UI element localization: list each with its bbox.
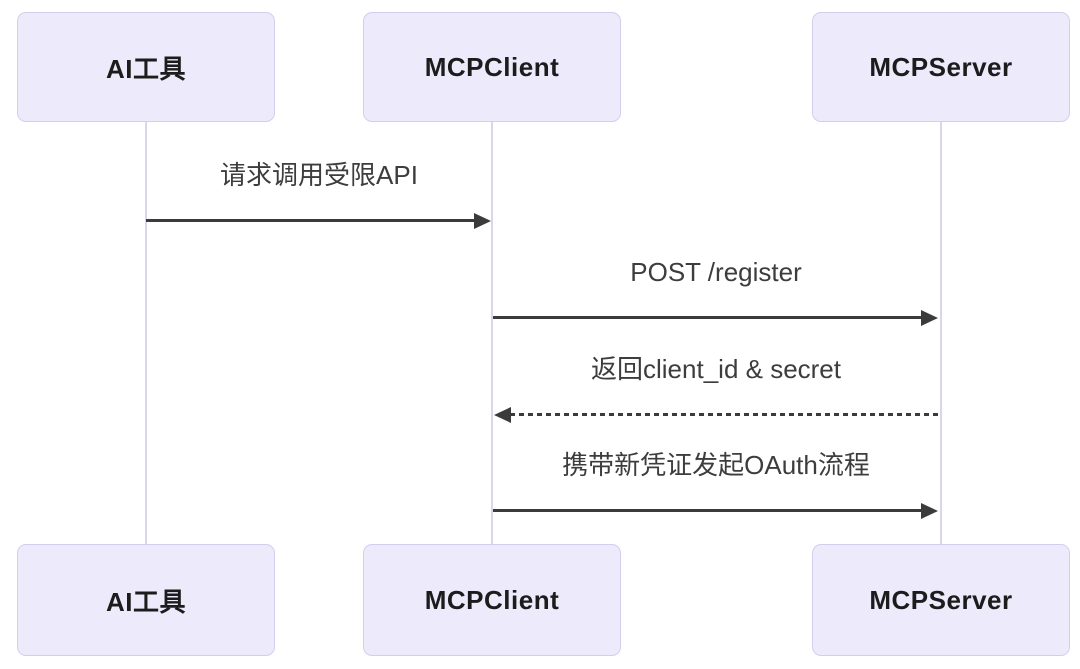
- arrowhead-right-icon: [474, 213, 491, 229]
- message-label-1: 请求调用受限API: [220, 160, 418, 190]
- participant-box-ai-tool-top: AI工具: [17, 12, 275, 122]
- participant-box-mcp-server-top: MCPServer: [812, 12, 1070, 122]
- arrowhead-right-icon: [921, 310, 938, 326]
- lifeline-ai-tool: [145, 122, 147, 544]
- message-line-2: [493, 316, 923, 319]
- participant-box-mcp-client-bottom: MCPClient: [363, 544, 621, 656]
- message-line-3: [510, 413, 940, 416]
- message-line-4: [493, 509, 923, 512]
- participant-box-mcp-server-bottom: MCPServer: [812, 544, 1070, 656]
- participant-label: MCPClient: [424, 51, 560, 82]
- participant-label: AI工具: [105, 586, 186, 617]
- message-line-1: [146, 219, 476, 222]
- participant-box-ai-tool-bottom: AI工具: [17, 544, 275, 656]
- participant-label: MCPServer: [869, 584, 1013, 615]
- participant-label: AI工具: [105, 53, 186, 84]
- lifeline-mcp-server: [940, 122, 942, 544]
- message-label-2: POST /register: [630, 257, 802, 287]
- arrowhead-right-icon: [921, 503, 938, 519]
- participant-label: MCPClient: [424, 584, 560, 615]
- arrowhead-left-icon: [494, 407, 511, 423]
- message-label-4: 携带新凭证发起OAuth流程: [562, 450, 870, 480]
- lifeline-mcp-client: [491, 122, 493, 544]
- participant-box-mcp-client-top: MCPClient: [363, 12, 621, 122]
- message-label-3: 返回client_id & secret: [591, 354, 841, 384]
- participant-label: MCPServer: [869, 51, 1013, 82]
